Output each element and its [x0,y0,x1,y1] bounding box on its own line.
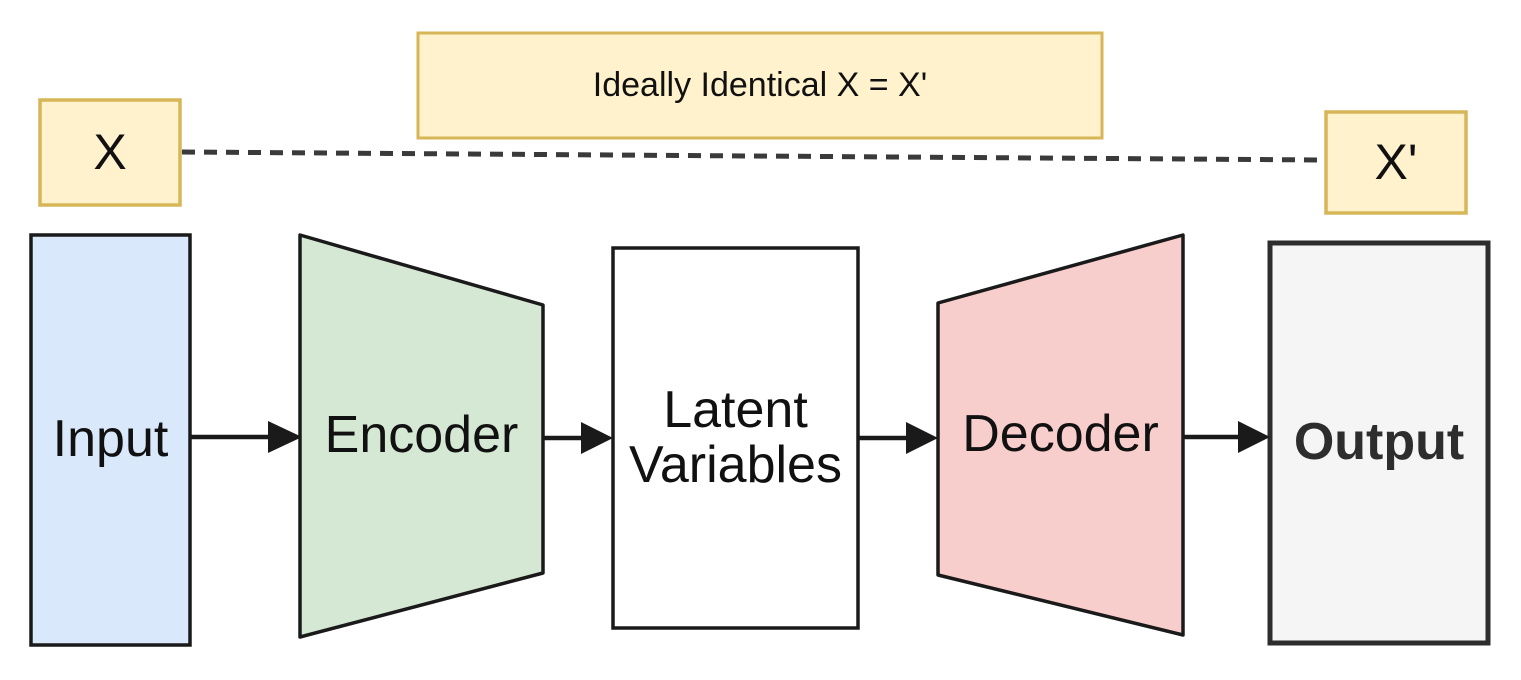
decoder-shape [936,233,1185,637]
arrowhead-encoder-latent-icon [581,422,613,454]
arrowhead-input-encoder-icon [268,421,302,453]
latent-variables-box [611,246,860,630]
note-box [416,31,1104,140]
dashed-connector-x-to-xprime [181,149,1326,163]
encoder-shape [298,233,545,639]
input-box [29,233,192,647]
arrowhead-decoder-output-icon [1238,421,1270,453]
x-box [38,98,182,207]
output-box [1267,240,1491,646]
arrowhead-latent-decoder-icon [906,422,938,454]
x-prime-box [1324,110,1468,215]
